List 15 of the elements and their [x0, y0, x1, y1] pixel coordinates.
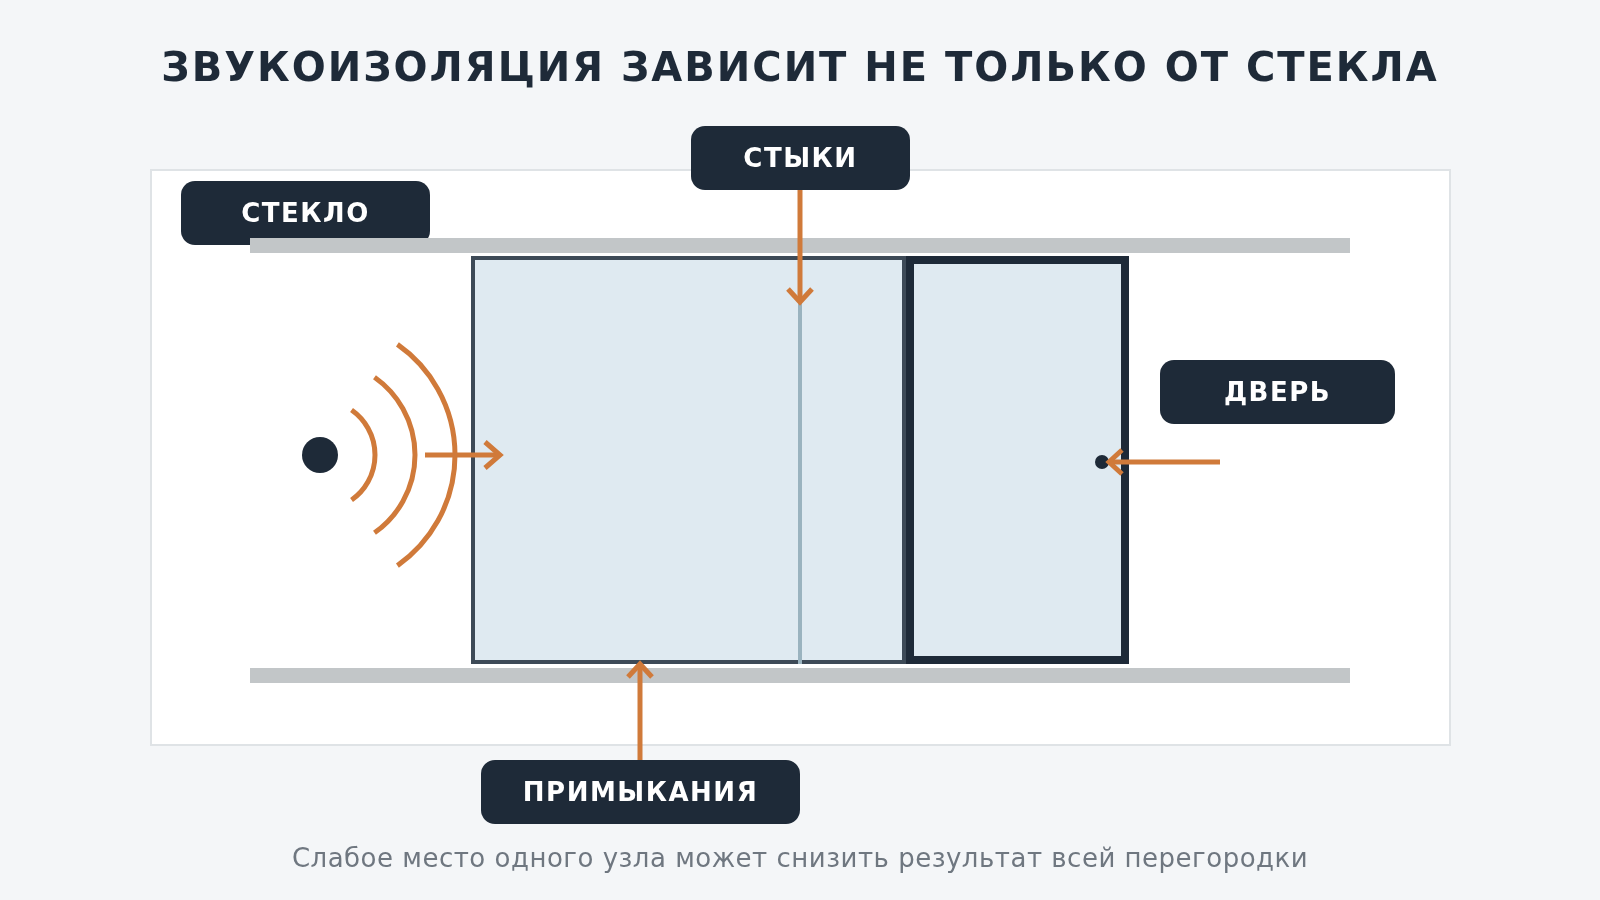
callout-label: ДВЕРЬ	[1160, 360, 1395, 424]
callout-label: СТЕКЛО	[181, 181, 430, 245]
arrow	[785, 190, 815, 305]
glass-panel	[471, 256, 906, 664]
ceiling-rail	[250, 238, 1350, 253]
callout-label: ПРИМЫКАНИЯ	[481, 760, 800, 824]
title: ЗВУКОИЗОЛЯЦИЯ ЗАВИСИТ НЕ ТОЛЬКО ОТ СТЕКЛА	[161, 44, 1439, 90]
caption: Слабое место одного узла может снизить результат всей перегородки	[291, 843, 1309, 873]
door-panel	[906, 256, 1129, 664]
door-handle	[1095, 455, 1109, 469]
callout-label: СТЫКИ	[691, 126, 910, 190]
arrow	[1106, 447, 1220, 477]
floor-rail	[250, 668, 1350, 683]
joint-seam	[798, 302, 802, 664]
arrow	[625, 661, 655, 760]
